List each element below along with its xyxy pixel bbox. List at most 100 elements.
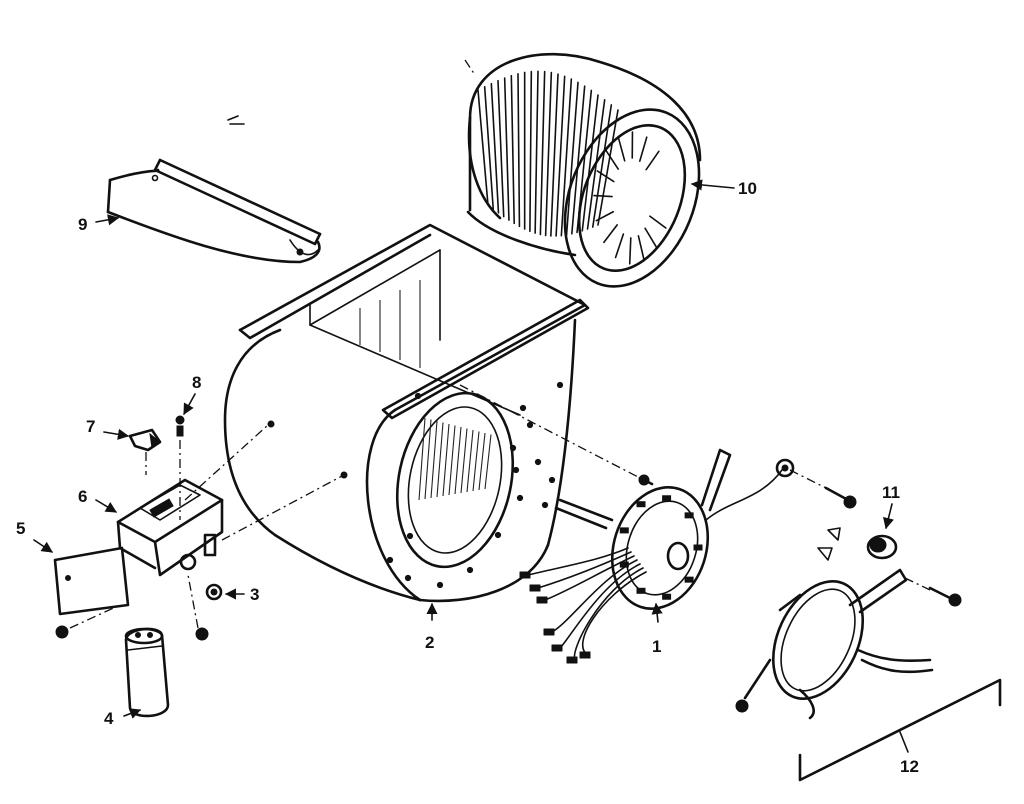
wheel-inner-blade [617, 135, 626, 162]
motor-lead-wire [582, 571, 647, 656]
housing-bolt [556, 381, 564, 389]
lead-terminal [529, 584, 541, 592]
lead-terminal [566, 656, 578, 664]
wheel-blade [510, 74, 515, 225]
callout-label-9: 9 [78, 215, 87, 234]
housing-bolt [436, 581, 444, 589]
inlet-vane [478, 432, 486, 491]
housing-bolt [512, 466, 520, 474]
inlet-vane [442, 423, 450, 497]
inlet-vane [418, 417, 426, 501]
motor-lead-wire [544, 555, 635, 601]
callout-2: 2 [425, 602, 438, 652]
motor-lead-wire [551, 559, 638, 633]
wheel-blade [555, 75, 566, 237]
housing-bolt [519, 404, 527, 412]
wheel-inner-blade [645, 150, 660, 171]
housing-bolt [466, 566, 474, 574]
callout-1: 1 [651, 602, 663, 656]
housing-bolt [509, 444, 517, 452]
wheel-blade [550, 73, 559, 237]
capacitor-bracket [116, 478, 224, 577]
housing-bolt [414, 392, 422, 400]
inlet-vane [448, 425, 456, 496]
motor-vent [636, 587, 646, 594]
motor-vent [684, 512, 694, 519]
motor-lead-wire [537, 551, 632, 589]
wheel-inner-blade [595, 210, 615, 222]
callout-label-1: 1 [652, 637, 661, 656]
wheel-inner-blade [593, 194, 613, 198]
callout-10: 10 [690, 179, 757, 198]
wheel-blade [517, 73, 521, 228]
housing-bolt [516, 494, 524, 502]
wheel-blade [571, 85, 586, 235]
housing-bolt [386, 556, 394, 564]
motor-lead-wire [559, 563, 641, 649]
nut [205, 583, 223, 601]
wheel-inner-blade [628, 237, 632, 265]
motor-vent [684, 576, 694, 583]
motor-lead-wire [573, 567, 644, 661]
wheel-blade [544, 71, 553, 237]
housing-bolt [548, 476, 556, 484]
callout-label-11: 11 [882, 483, 900, 502]
lead-terminal [519, 571, 531, 579]
callout-label-5: 5 [16, 519, 25, 538]
motor-vent [662, 495, 672, 502]
motor [459, 384, 795, 664]
inlet-vane [454, 426, 462, 495]
wheel-blade [586, 99, 606, 230]
wheel-inner-blade [644, 227, 658, 249]
wheel-blade [534, 70, 539, 234]
motor-vent [619, 527, 629, 534]
wheel-inner-blade [638, 136, 648, 162]
inlet-vane [466, 429, 474, 493]
wheel-blade [581, 94, 599, 232]
callout-label-10: 10 [738, 179, 757, 198]
wheel-inner-blade [604, 149, 620, 170]
junction-cover-plate [53, 546, 130, 616]
wheel-blade [483, 85, 495, 210]
callout-label-8: 8 [192, 373, 201, 392]
housing-bolt [404, 574, 412, 582]
inlet-vane [460, 428, 468, 494]
inlet-vane [424, 419, 432, 500]
housing-bolt [406, 532, 414, 540]
wheel-blade [529, 70, 533, 233]
wheel-inner-blade [614, 233, 625, 259]
motor-vent [693, 544, 703, 551]
housing-bolt [526, 421, 534, 429]
callout-12: 12 [899, 731, 919, 776]
wheel-inner-blade [596, 170, 615, 183]
callout-label-12: 12 [900, 757, 919, 776]
callout-7: 7 [86, 417, 130, 440]
wheel-blade [565, 81, 579, 236]
wheel-blade [490, 82, 500, 214]
capacitor-clip [128, 428, 162, 475]
wheel-blade [576, 89, 593, 234]
inlet-vane [430, 420, 438, 499]
motor-vent [636, 501, 646, 508]
blower-housing [223, 223, 590, 603]
blower-wheel [464, 52, 702, 288]
wheel-blade [539, 70, 546, 236]
callout-label-7: 7 [86, 417, 95, 436]
wheel-inner-blade [603, 224, 618, 244]
ground-screw [789, 469, 857, 509]
mounting-screws [55, 424, 343, 641]
inlet-vane [472, 431, 480, 492]
callout-5: 5 [16, 519, 53, 553]
inlet-vane [436, 422, 444, 498]
wheel-blade [497, 79, 505, 218]
screw [175, 415, 185, 520]
motor-vent [662, 593, 672, 600]
callout-label-3: 3 [250, 585, 259, 604]
callout-6: 6 [78, 487, 117, 513]
callout-11: 11 [882, 483, 900, 530]
cutoff-plate [106, 158, 322, 264]
lead-terminal [579, 651, 591, 659]
wheel-blade [477, 89, 489, 206]
callout-3: 3 [224, 585, 259, 604]
